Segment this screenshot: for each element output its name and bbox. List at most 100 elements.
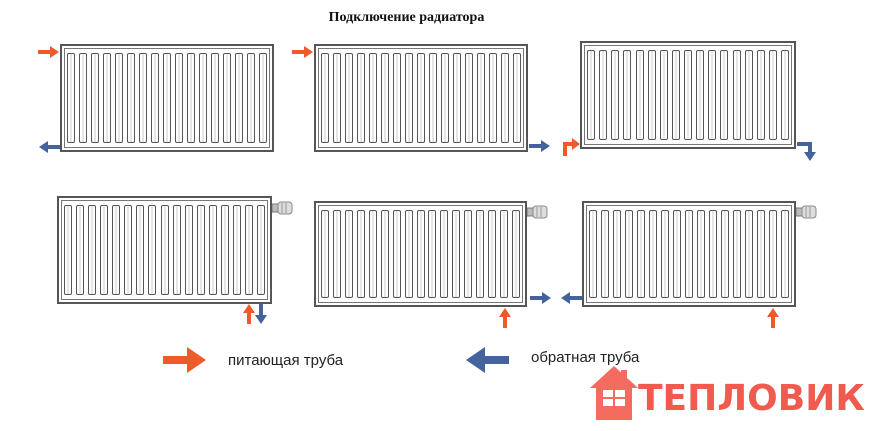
radiator-section — [781, 50, 789, 140]
radiator-section — [139, 53, 147, 143]
radiator-section — [345, 53, 353, 143]
radiator-section — [91, 53, 99, 143]
radiator-section — [404, 210, 413, 298]
radiator-section — [440, 210, 449, 298]
radiator-section — [611, 50, 620, 140]
radiator-section — [673, 210, 681, 298]
radiator-section — [647, 50, 656, 140]
radiator-section — [220, 205, 229, 295]
radiator-section — [199, 53, 207, 143]
radiator-section — [649, 210, 657, 298]
radiator-section — [500, 210, 509, 298]
radiator-section — [623, 50, 632, 140]
radiator-section — [257, 205, 265, 295]
radiator-section — [196, 205, 205, 295]
supply-arrow-icon — [563, 138, 580, 156]
return-pipe-label: обратная труба — [531, 349, 640, 366]
radiator-section — [625, 210, 633, 298]
house-icon — [590, 366, 638, 420]
radiator-section — [465, 53, 473, 143]
radiator-section — [613, 210, 621, 298]
radiator-section — [417, 53, 425, 143]
radiator-section — [756, 50, 765, 140]
radiator-section — [332, 210, 341, 298]
radiator-section — [732, 50, 741, 140]
radiator-section — [757, 210, 765, 298]
radiator-valve-bottom-supply-side-return — [314, 201, 527, 307]
radiator-section — [356, 210, 365, 298]
radiator-section — [333, 53, 341, 143]
radiator-section — [232, 205, 241, 295]
radiator-section — [587, 50, 595, 140]
radiator-section — [321, 210, 329, 298]
radiator-section — [88, 205, 97, 295]
return-arrow-icon — [466, 347, 509, 373]
radiator-section — [428, 210, 437, 298]
return-arrow-icon — [39, 141, 60, 153]
valve-icon — [527, 205, 548, 219]
radiator-section — [659, 50, 668, 140]
radiator-section — [172, 205, 181, 295]
radiator-section — [721, 210, 729, 298]
radiator-section — [601, 210, 609, 298]
radiator-section — [513, 53, 521, 143]
radiator-section — [685, 210, 693, 298]
radiator-section — [163, 53, 171, 143]
radiator-section — [393, 53, 401, 143]
radiator-section — [671, 50, 680, 140]
radiator-section — [247, 53, 255, 143]
supply-arrow-icon — [38, 46, 59, 58]
radiator-section — [380, 210, 389, 298]
supply-arrow-icon — [767, 308, 779, 328]
radiator-section — [148, 205, 157, 295]
supply-arrow-icon — [163, 347, 206, 373]
radiator-section — [416, 210, 425, 298]
radiator-section — [369, 53, 377, 143]
radiator-section — [488, 210, 497, 298]
radiator-section — [745, 210, 753, 298]
radiator-section — [368, 210, 377, 298]
radiator-bottom-both-sides — [580, 41, 796, 149]
radiator-section — [696, 50, 705, 140]
page-title: Подключение радиатора — [328, 10, 485, 25]
supply-arrow-icon — [292, 46, 313, 58]
radiator-section — [321, 53, 329, 143]
radiator-section — [64, 205, 72, 295]
radiator-section — [223, 53, 231, 143]
radiator-section — [127, 53, 135, 143]
radiator-section — [136, 205, 145, 295]
supply-arrow-icon — [499, 308, 511, 328]
radiator-section — [708, 50, 717, 140]
radiator-section — [392, 210, 401, 298]
radiator-section — [187, 53, 195, 143]
supply-arrow-icon — [243, 304, 255, 324]
radiator-section — [635, 50, 644, 140]
return-arrow-icon — [797, 142, 816, 161]
radiator-section — [381, 53, 389, 143]
radiator-section — [76, 205, 85, 295]
radiator-section — [357, 53, 365, 143]
radiator-section — [489, 53, 497, 143]
radiator-section — [124, 205, 133, 295]
radiator-section — [453, 53, 461, 143]
radiator-section — [103, 53, 111, 143]
brand-logo: ТЕПЛОВИК — [638, 378, 865, 419]
radiator-section — [235, 53, 243, 143]
radiator-section — [429, 53, 437, 143]
radiator-section — [477, 53, 485, 143]
radiator-section — [589, 210, 597, 298]
radiator-section — [244, 205, 253, 295]
radiator-section — [100, 205, 109, 295]
radiator-section — [259, 53, 267, 143]
radiator-section — [175, 53, 183, 143]
radiator-section — [769, 210, 777, 298]
radiator-section — [344, 210, 353, 298]
radiator-section — [661, 210, 669, 298]
radiator-section — [208, 205, 217, 295]
radiator-section — [781, 210, 789, 298]
radiator-valve-side-return-left — [582, 201, 796, 307]
radiator-section — [637, 210, 645, 298]
return-arrow-icon — [561, 292, 582, 304]
radiator-section — [720, 50, 729, 140]
radiator-section — [211, 53, 219, 143]
